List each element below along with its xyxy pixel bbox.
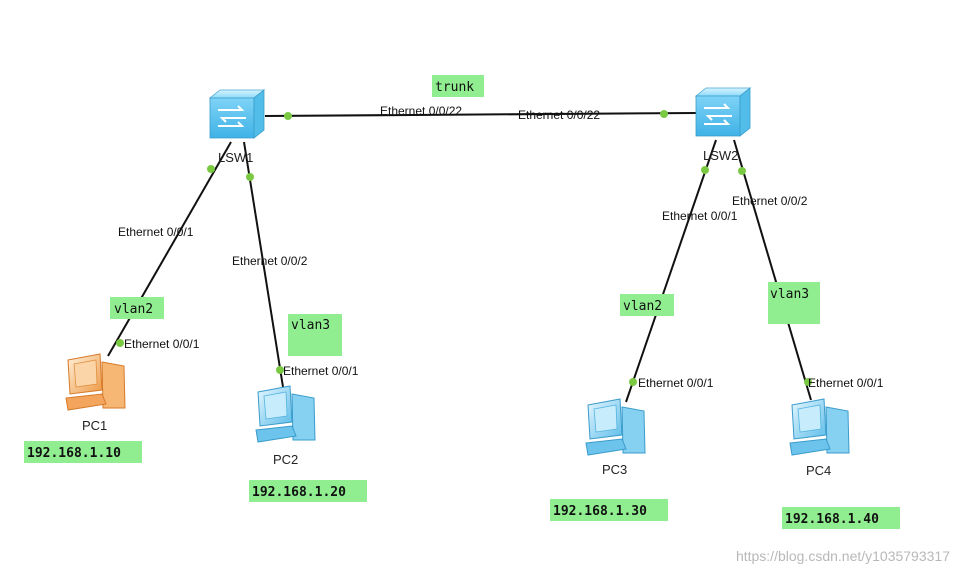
port-dot — [629, 378, 637, 386]
port-dot — [284, 112, 292, 120]
trunk-tag-box — [432, 75, 484, 97]
pc2-ip: 192.168.1.20 — [252, 485, 346, 500]
port-dot — [701, 166, 709, 174]
lsw2-port-to-pc3: Ethernet 0/0/1 — [662, 209, 738, 223]
pc2-icon[interactable] — [255, 385, 316, 443]
port-dot — [660, 110, 668, 118]
vlan2-tag-right: vlan2 — [623, 299, 662, 314]
pc3-port: Ethernet 0/0/1 — [638, 376, 714, 390]
port-dot — [738, 167, 746, 175]
pc3-ip: 192.168.1.30 — [553, 504, 647, 519]
trunk-port-lsw2: Ethernet 0/0/22 — [518, 108, 600, 122]
pc4-ip-box — [782, 507, 900, 529]
trunk-tag: trunk — [435, 80, 474, 95]
link-lsw1-pc1[interactable] — [107, 141, 232, 357]
switch-lsw2-icon[interactable] — [694, 87, 752, 137]
lsw1-port-to-pc2: Ethernet 0/0/2 — [232, 254, 308, 268]
watermark: https://blog.csdn.net/y1035793317 — [736, 548, 950, 564]
trunk-link[interactable] — [264, 112, 698, 117]
link-lsw2-pc3[interactable] — [625, 139, 717, 403]
link-lsw2-pc4[interactable] — [733, 139, 812, 401]
lsw2-port-to-pc4: Ethernet 0/0/2 — [732, 194, 808, 208]
port-dot — [276, 366, 284, 374]
pc2-label: PC2 — [273, 452, 298, 467]
vlan2-tag-box-right — [620, 294, 674, 316]
vlan3-tag-box-right — [768, 282, 820, 324]
pc2-ip-box — [249, 480, 367, 502]
port-dot — [207, 165, 215, 173]
vlan2-tag-box-left — [110, 297, 164, 319]
pc4-icon[interactable] — [789, 398, 850, 456]
lsw2-label: LSW2 — [703, 148, 738, 163]
pc1-icon[interactable] — [65, 353, 126, 411]
pc3-icon[interactable] — [585, 398, 646, 456]
pc1-label: PC1 — [82, 418, 107, 433]
vlan3-tag-right: vlan3 — [770, 287, 809, 302]
switch-lsw1-icon[interactable] — [208, 89, 266, 139]
pc3-label: PC3 — [602, 462, 627, 477]
vlan2-tag-left: vlan2 — [114, 302, 153, 317]
pc1-ip-box — [24, 441, 142, 463]
port-dot — [804, 378, 812, 386]
lsw1-label: LSW1 — [218, 150, 253, 165]
vlan3-tag-box-left — [288, 314, 342, 356]
link-lsw1-pc2[interactable] — [243, 141, 284, 388]
pc1-ip: 192.168.1.10 — [27, 446, 121, 461]
trunk-port-lsw1: Ethernet 0/0/22 — [380, 104, 462, 118]
port-dot — [116, 339, 124, 347]
vlan3-tag-left: vlan3 — [291, 318, 330, 333]
pc2-port: Ethernet 0/0/1 — [283, 364, 359, 378]
port-dot — [246, 173, 254, 181]
pc4-port: Ethernet 0/0/1 — [808, 376, 884, 390]
lsw1-port-to-pc1: Ethernet 0/0/1 — [118, 225, 194, 239]
pc4-label: PC4 — [806, 463, 831, 478]
pc3-ip-box — [550, 499, 668, 521]
pc1-port: Ethernet 0/0/1 — [124, 337, 200, 351]
pc4-ip: 192.168.1.40 — [785, 512, 879, 527]
